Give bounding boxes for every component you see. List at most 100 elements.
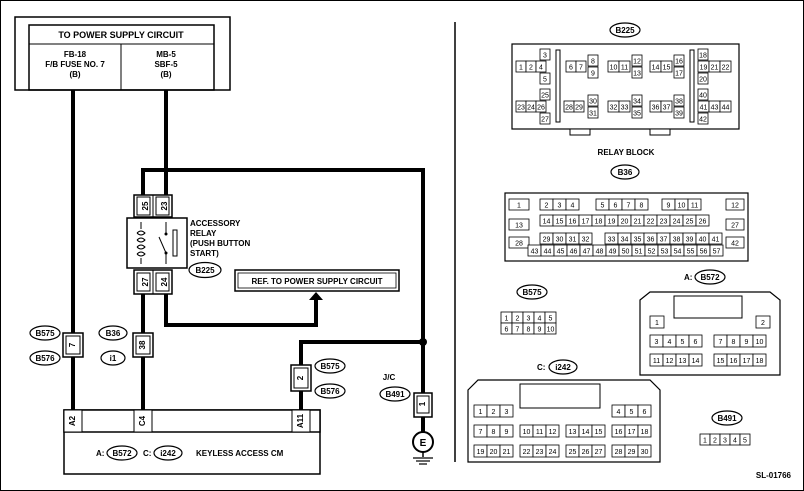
pin-number: 4 <box>538 316 542 323</box>
pin-number: 1 <box>517 203 521 210</box>
pin-number: 21 <box>634 219 642 226</box>
pin-number: 17 <box>675 71 683 78</box>
pin-number: 27 <box>731 223 739 230</box>
pin-number: 2 <box>492 409 496 416</box>
pin-a2: A2 <box>68 415 77 426</box>
pin-number: 48 <box>596 249 604 256</box>
pin-number: 18 <box>641 429 649 436</box>
pin-number: 8 <box>527 327 531 334</box>
pin-number: 29 <box>575 105 583 112</box>
pin-number: 1 <box>703 438 707 445</box>
pin-number: 55 <box>687 249 695 256</box>
pin-number: 1 <box>519 65 523 72</box>
pin-number: 15 <box>663 65 671 72</box>
pin-number: 33 <box>621 105 629 112</box>
pin-number: 44 <box>722 105 730 112</box>
pin-number: 30 <box>589 99 597 106</box>
ref-arrow <box>309 292 323 300</box>
pin-number: 54 <box>674 249 682 256</box>
pin-2: 2 <box>296 375 305 380</box>
pin-cell <box>688 353 703 367</box>
pin-number: 8 <box>732 339 736 346</box>
b572-title: B572 <box>700 273 720 282</box>
pin-number: 2 <box>545 203 549 210</box>
pin-number: 16 <box>675 59 683 66</box>
b225-caption: RELAY BLOCK <box>598 148 655 157</box>
pin-number: 17 <box>628 429 636 436</box>
pin-cell <box>660 100 673 113</box>
pin-cell <box>634 198 649 211</box>
keyless-b572: B572 <box>112 449 132 458</box>
power-left-line2: F/B FUSE NO. 7 <box>45 60 105 69</box>
pin-number: 39 <box>675 111 683 118</box>
pin-number: 25 <box>541 93 549 100</box>
ground-e: E <box>420 438 427 449</box>
pin-number: 6 <box>614 203 618 210</box>
pin-number: 6 <box>569 65 573 72</box>
pin-number: 28 <box>515 241 523 248</box>
pin-cell <box>697 88 709 101</box>
label-b575-right: B575 <box>320 362 340 371</box>
pin-number: 28 <box>565 105 573 112</box>
pin-cell <box>618 100 631 113</box>
pin-cell <box>752 334 767 348</box>
pin-number: 12 <box>549 429 557 436</box>
pin-number: 7 <box>627 203 631 210</box>
pin-number: 3 <box>505 409 509 416</box>
pin-number: 5 <box>549 316 553 323</box>
pin-number: 10 <box>610 65 618 72</box>
ref-box-text: REF. TO POWER SUPPLY CIRCUIT <box>252 277 383 286</box>
pin-number: 10 <box>678 203 686 210</box>
pin-number: 9 <box>667 203 671 210</box>
pin-number: 19 <box>700 65 708 72</box>
pin-cell <box>587 106 599 119</box>
pin-number: 8 <box>640 203 644 210</box>
pin-number: 40 <box>699 237 707 244</box>
pin-number: 41 <box>712 237 720 244</box>
pin-number: 3 <box>558 203 562 210</box>
pin-number: 5 <box>681 339 685 346</box>
pin-number: 35 <box>633 111 641 118</box>
pin-number: 30 <box>641 449 649 456</box>
relay-label-2: RELAY <box>190 229 217 238</box>
pin-number: 18 <box>699 53 707 60</box>
power-right-line3: (B) <box>160 70 171 79</box>
joint-connector: J/C B491 1 E <box>379 373 434 465</box>
connector-b575-b576-left: 7 B575 B576 <box>29 325 84 366</box>
pin-number: 50 <box>622 249 630 256</box>
pin-number: 9 <box>505 429 509 436</box>
pin-number: 56 <box>700 249 708 256</box>
pin-cell <box>697 48 709 61</box>
pin-number: 20 <box>621 219 629 226</box>
power-box-title: TO POWER SUPPLY CIRCUIT <box>58 30 184 40</box>
pin-number: 9 <box>745 339 749 346</box>
pin-number: 35 <box>634 237 642 244</box>
pin-cell <box>539 88 551 101</box>
pin-cell <box>565 198 580 211</box>
label-b576: B576 <box>35 354 55 363</box>
pin-cell <box>687 198 702 211</box>
pin-number: 23 <box>660 219 668 226</box>
pin-number: 27 <box>541 117 549 124</box>
pin-number: 28 <box>615 449 623 456</box>
power-right-line2: SBF-5 <box>154 60 178 69</box>
pin-number: 14 <box>582 429 590 436</box>
pin-cell <box>578 232 593 245</box>
pin-cell <box>637 424 652 438</box>
pin-number: 44 <box>544 249 552 256</box>
pin-cell <box>637 444 652 458</box>
pin-number: 18 <box>595 219 603 226</box>
pin-number: 34 <box>621 237 629 244</box>
pin-number: 5 <box>601 203 605 210</box>
pin-number: 51 <box>635 249 643 256</box>
pin-cell <box>725 218 745 231</box>
pin-number: 49 <box>609 249 617 256</box>
pin-number: 15 <box>556 219 564 226</box>
pin-number: 10 <box>756 339 764 346</box>
pin-number: 25 <box>569 449 577 456</box>
